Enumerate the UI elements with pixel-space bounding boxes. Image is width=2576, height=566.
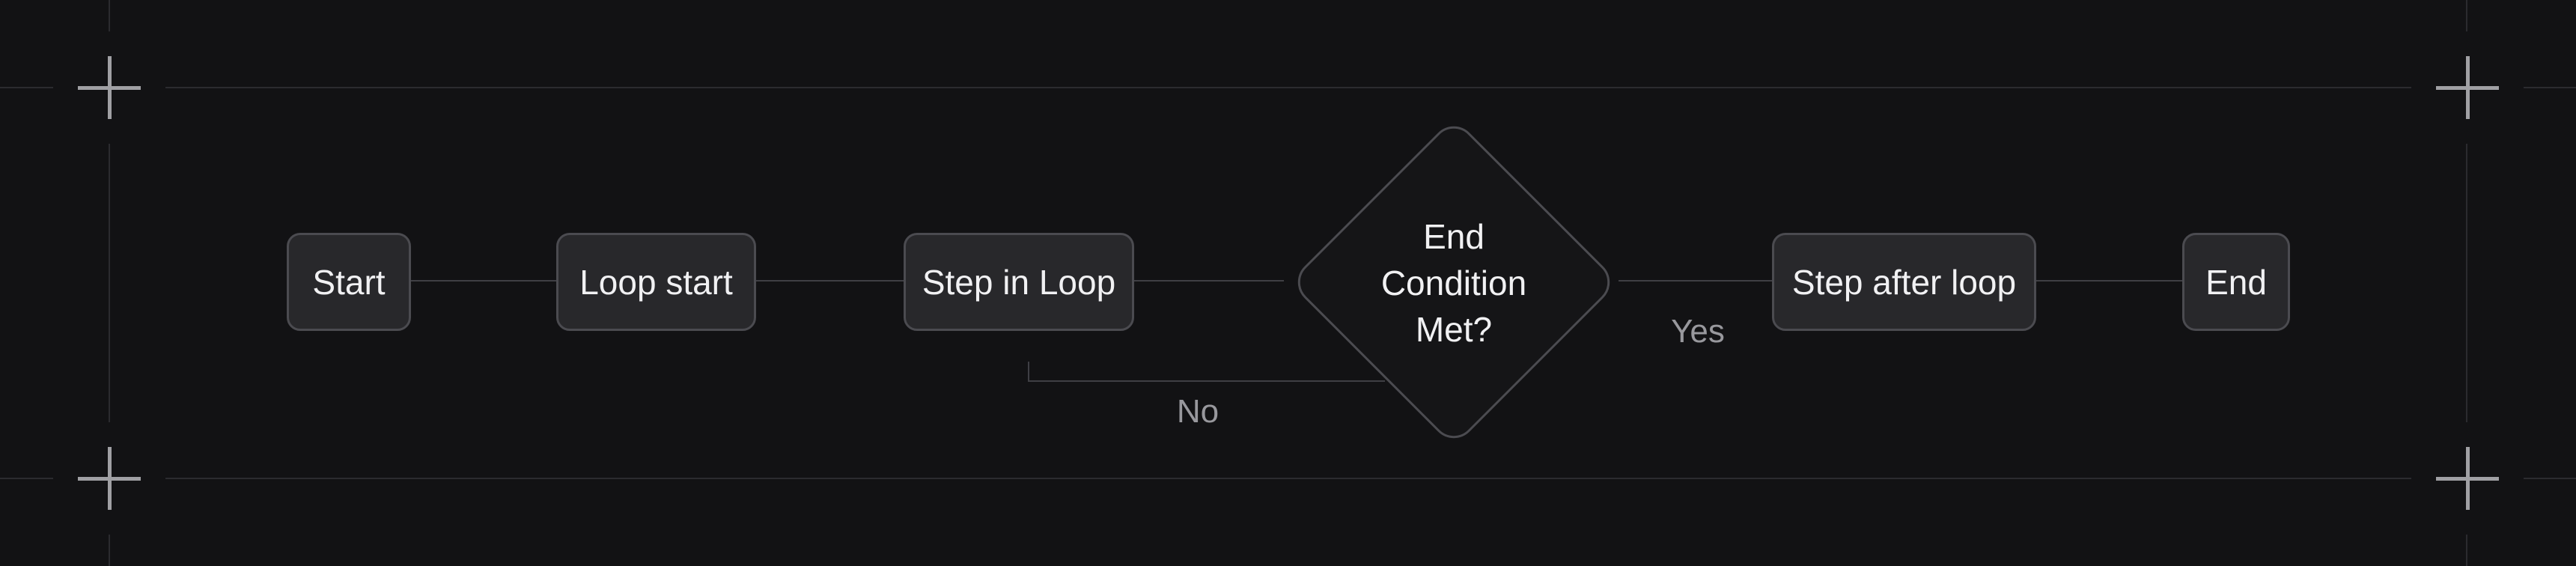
flow-node-loop-start[interactable]: Loop start <box>556 233 756 331</box>
guide-line-bottom <box>0 478 2576 479</box>
flow-node-step-after-loop-label: Step after loop <box>1791 262 2017 302</box>
crop-mark-top-right-icon <box>2436 56 2499 119</box>
edge-label-yes: Yes <box>1671 313 1725 350</box>
flow-node-end[interactable]: End <box>2182 233 2290 331</box>
guide-line-top <box>0 87 2576 88</box>
guide-line-left <box>109 0 110 566</box>
flow-node-start-label: Start <box>312 262 386 302</box>
edge-condition-to-step-after-loop <box>1619 280 1772 282</box>
flow-node-start[interactable]: Start <box>287 233 411 331</box>
end-condition-line-3: Met? <box>1415 310 1493 349</box>
edge-label-no: No <box>1176 393 1220 430</box>
flow-node-step-in-loop[interactable]: Step in Loop <box>904 233 1134 331</box>
edge-step-in-loop-to-condition <box>1134 280 1284 282</box>
crop-mark-top-left-icon <box>78 56 141 119</box>
end-condition-line-2: Condition <box>1380 264 1527 302</box>
flow-node-loop-start-label: Loop start <box>579 262 733 302</box>
edge-start-to-loop-start <box>411 280 556 282</box>
crop-mark-bottom-right-icon <box>2436 447 2499 510</box>
flow-node-step-after-loop[interactable]: Step after loop <box>1772 233 2036 331</box>
edge-no-loopback-vertical <box>1028 362 1029 381</box>
guide-line-right <box>2466 0 2467 566</box>
edge-no-loopback-horizontal <box>1028 380 1385 382</box>
flow-node-end-condition-label: End Condition Met? <box>1304 213 1604 353</box>
crop-mark-bottom-left-icon <box>78 447 141 510</box>
flow-node-end-label: End <box>2205 262 2267 302</box>
edge-loop-start-to-step-in-loop <box>756 280 904 282</box>
edge-step-after-loop-to-end <box>2036 280 2182 282</box>
end-condition-line-1: End <box>1423 217 1485 256</box>
flow-node-step-in-loop-label: Step in Loop <box>922 262 1116 302</box>
